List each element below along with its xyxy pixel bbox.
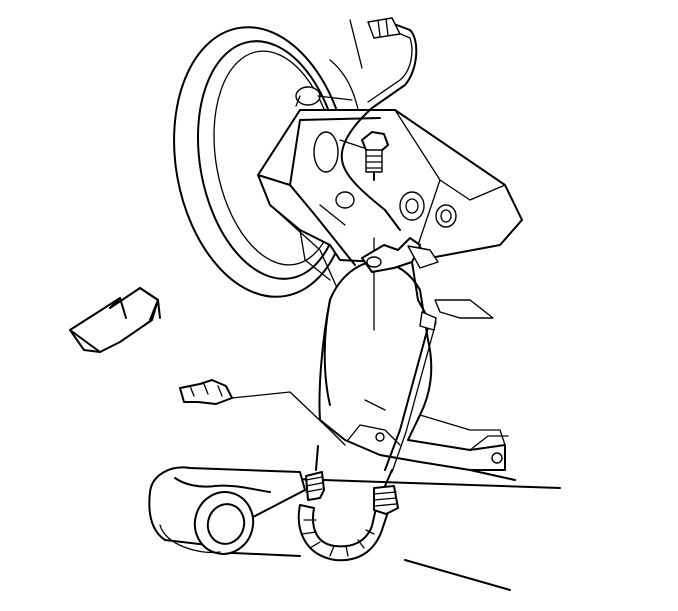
retaining-clip [179,379,346,446]
axle-bushing [148,466,306,555]
brake-line-upper [340,17,418,231]
brake-line-lower [384,311,437,473]
mounting-bolt [361,131,389,331]
flex-hose [297,445,399,562]
hose-bracket [361,237,494,319]
axle-bracket [318,261,509,471]
backing-plate [257,109,523,291]
front-direction-arrow [69,287,161,353]
